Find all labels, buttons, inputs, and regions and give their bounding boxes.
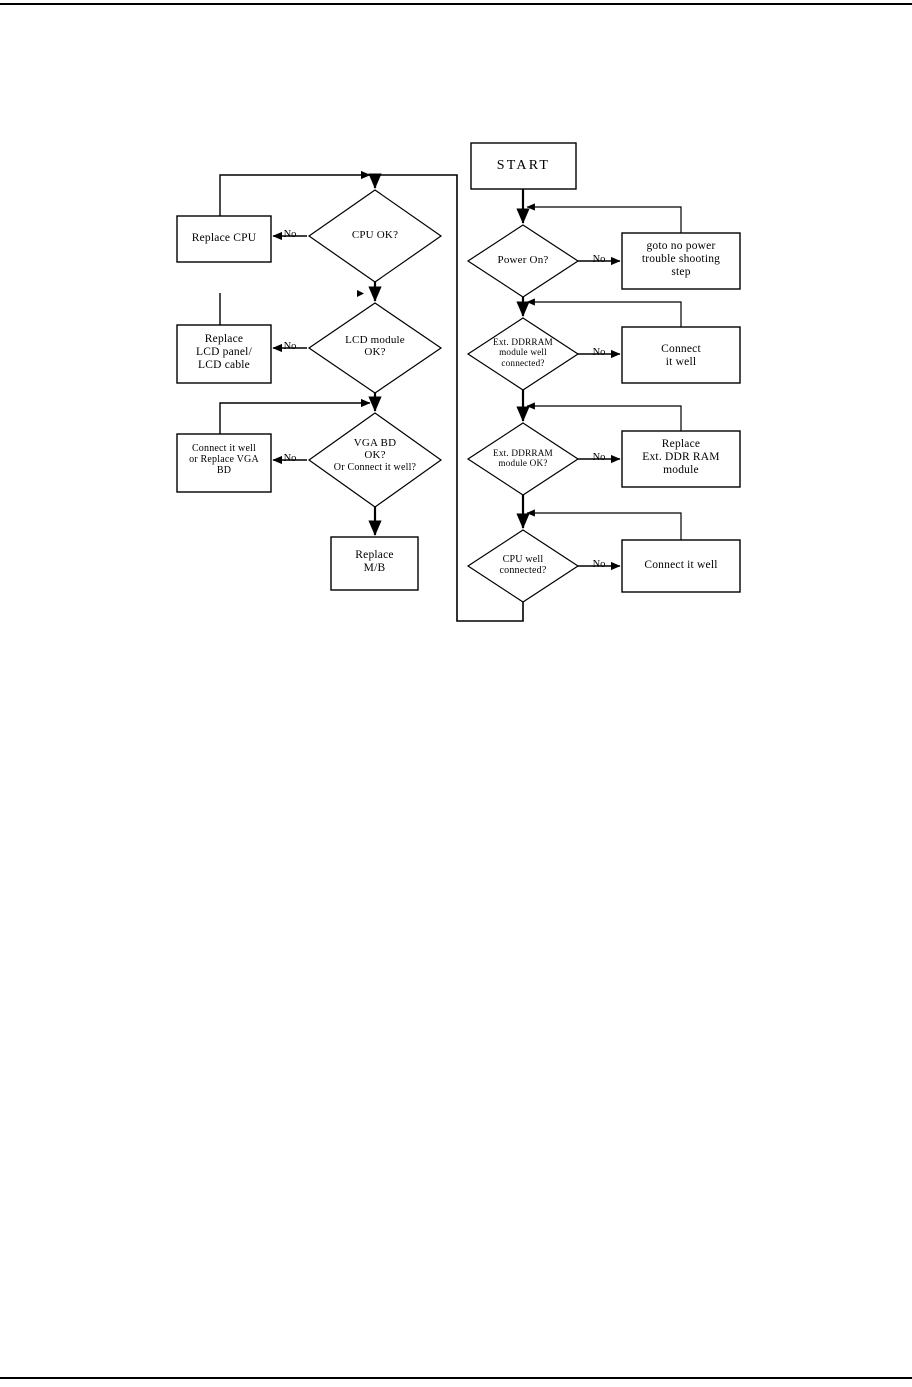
edge-label-no-vga-ok: No [283,453,297,464]
edge-label-no-lcd-ok: No [283,341,297,352]
header-rule [0,3,912,5]
edge-label-no-cpu-connected: No [592,559,606,570]
edge-label-no-ddr-ok: No [592,452,606,463]
edge-connect1-loop [526,298,682,327]
node-replace-mb [330,536,419,591]
edge-lcd-stub-arrow [357,290,364,297]
edge-label-no-ddr-connected: No [592,347,606,358]
node-ddr-ok [466,422,580,496]
node-cpu-connected [466,529,580,603]
edge-label-no-power-on: No [592,254,606,265]
edge-label-no-cpu-ok: No [283,229,297,240]
flowchart-graphics [176,142,741,622]
node-connect-it-well-1 [621,326,741,384]
node-connect-it-well-2 [621,539,741,593]
node-replace-cpu [176,215,272,263]
node-replace-ddr [621,430,741,488]
node-ddr-connected [466,317,580,391]
footer-rule [0,1377,912,1379]
node-replace-lcd [176,324,272,384]
node-cpu-ok [307,189,443,283]
edge-connect2-loop [526,509,682,540]
node-goto-no-power [621,232,741,290]
node-lcd-ok [307,302,443,394]
edge-fixvga-loop [219,398,371,434]
node-fix-vga [176,433,272,493]
edge-cpuconn-to-cpuok [375,174,524,622]
edge-goto-loop [526,203,682,233]
node-vga-ok [307,412,443,508]
edge-replacecpu-loop [219,170,371,216]
node-power-on [466,224,580,298]
node-start [470,142,577,190]
edge-replaceddr-loop [526,402,682,431]
